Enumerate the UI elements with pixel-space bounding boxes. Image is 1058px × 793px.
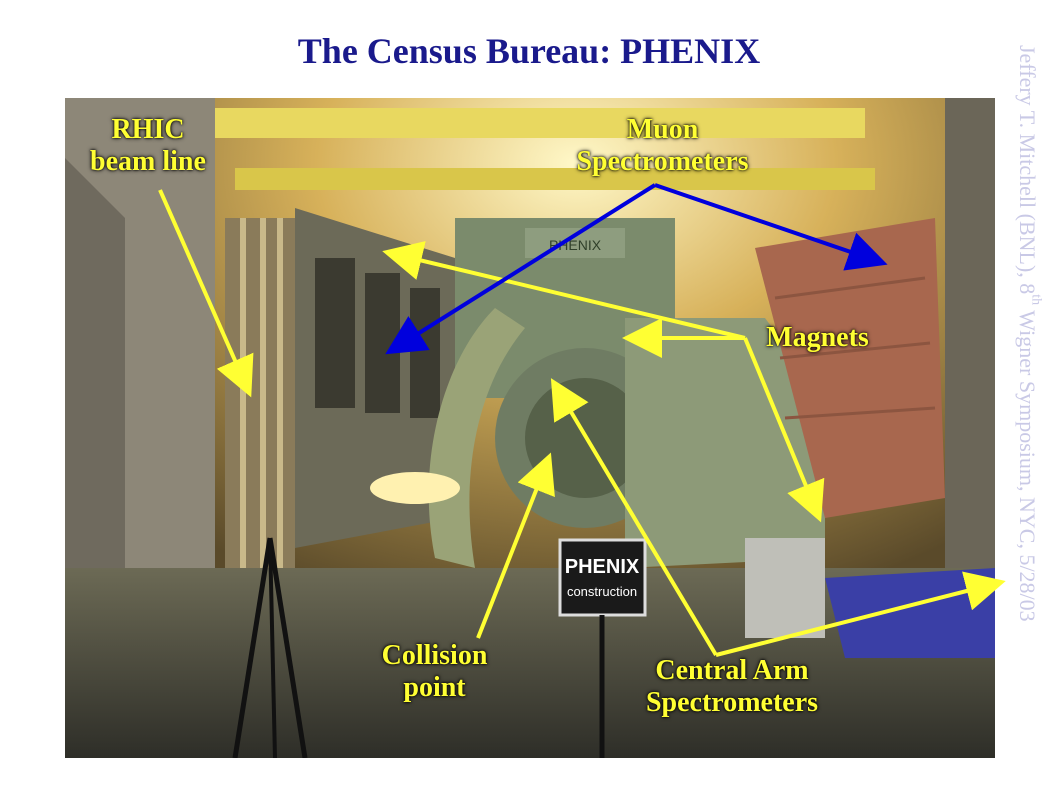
gray-cabinet xyxy=(745,538,825,638)
label-rhic-beam-line: RHIC beam line xyxy=(90,114,206,178)
svg-text:construction: construction xyxy=(567,584,637,599)
crane-beam xyxy=(215,108,865,138)
svg-text:PHENIX: PHENIX xyxy=(565,556,640,578)
blue-lift xyxy=(825,568,995,658)
phenix-detector-photo: PHENIX PHENIX construction xyxy=(65,98,995,758)
magnet-yoke-curve xyxy=(428,308,525,568)
phenix-logo: PHENIX xyxy=(549,237,602,253)
label-magnets: Magnets xyxy=(766,322,869,353)
slide-title: The Census Bureau: PHENIX xyxy=(297,31,761,71)
label-central-arm-spectrometers: Central Arm Spectrometers xyxy=(645,655,819,719)
author-credit: Jeffery T. Mitchell (BNL), 8th Wigner Sy… xyxy=(1015,45,1044,622)
work-light xyxy=(370,472,460,504)
label-collision-point: Collision point xyxy=(381,640,488,704)
tripod xyxy=(232,537,273,758)
detector-scene: PHENIX PHENIX construction xyxy=(65,98,995,758)
label-muon-spectrometers: Muon Spectrometers xyxy=(576,114,749,178)
